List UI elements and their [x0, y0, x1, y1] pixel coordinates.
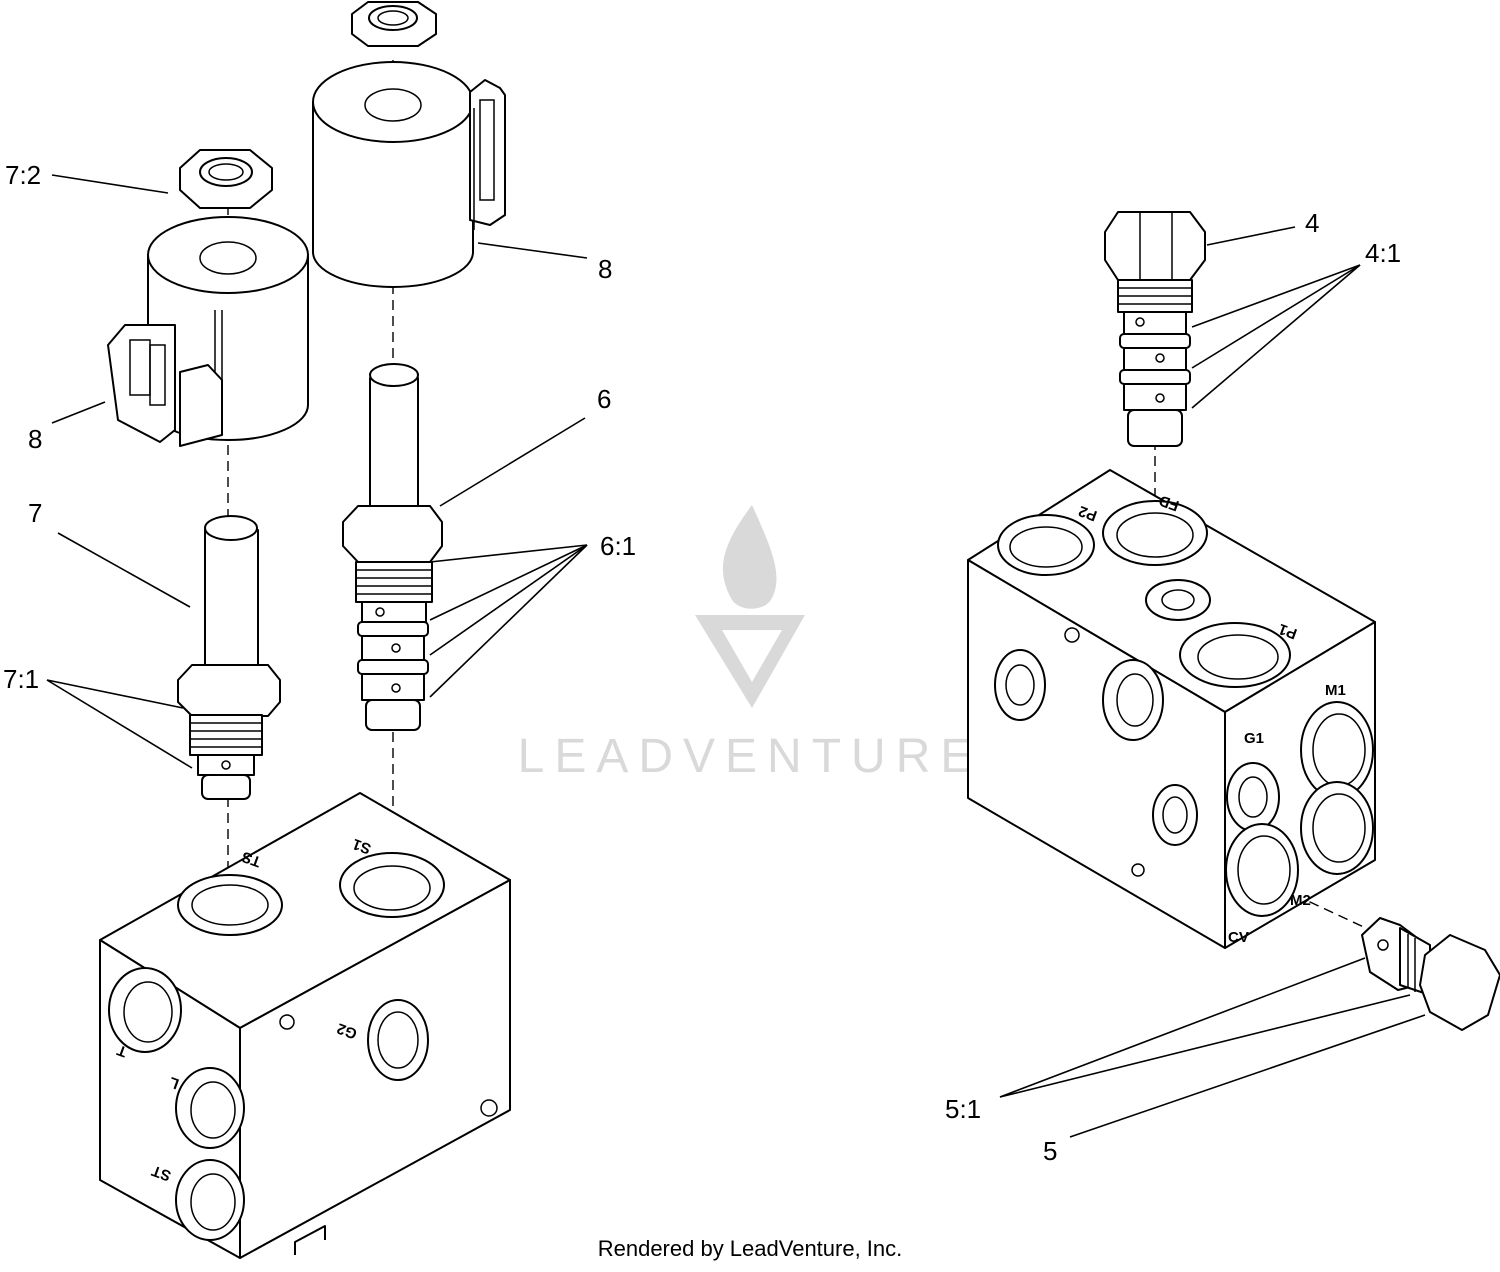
callout-5-1: 5:1 [945, 1094, 981, 1124]
callout-6: 6 [597, 384, 611, 414]
coil-nut-left [179, 149, 273, 209]
plug-5 [1361, 917, 1500, 1031]
port-label-g1: G1 [1244, 730, 1264, 747]
leader-lines [46, 174, 1426, 1138]
port-label-m1: M1 [1325, 682, 1346, 699]
port-label-ts: TS [240, 848, 264, 871]
footer-credit: Rendered by LeadVenture, Inc. [597, 1236, 903, 1261]
callout-5: 5 [1043, 1136, 1057, 1166]
watermark-text: LEADVENTURE [518, 730, 983, 783]
callout-7-2: 7:2 [5, 160, 41, 190]
port-label-m2: M2 [1290, 892, 1311, 909]
port-label-g2: G2 [335, 1019, 360, 1042]
port-label-fd: FD [1157, 491, 1182, 514]
right-manifold-block [967, 469, 1376, 949]
flame-icon [722, 505, 777, 609]
solenoid-valve-6 [342, 363, 443, 731]
solenoid-coil-left [107, 216, 309, 447]
callout-4-1: 4:1 [1365, 238, 1401, 268]
port-label-p2: P2 [1076, 502, 1099, 524]
port-label-s1: S1 [350, 835, 373, 857]
port-label-cv: CV [1228, 929, 1249, 946]
callout-4: 4 [1305, 208, 1319, 238]
callout-8-left: 8 [28, 424, 42, 454]
callout-labels: 7:2 8 8 7 6 6:1 7:1 4 4:1 5:1 5 [3, 160, 1401, 1166]
watermark-logo: LEADVENTURE [518, 505, 983, 783]
port-label-p1: P1 [1276, 620, 1299, 642]
port-label-st: ST [150, 1162, 174, 1185]
v-logo-icon [695, 615, 805, 708]
callout-7-1: 7:1 [3, 664, 39, 694]
solenoid-valve-7 [177, 515, 281, 800]
cartridge-valve-4 [1104, 211, 1206, 447]
callout-6-1: 6:1 [600, 531, 636, 561]
callout-7: 7 [28, 498, 42, 528]
callout-8-right: 8 [598, 254, 612, 284]
solenoid-coil-right [312, 61, 506, 288]
left-manifold-block [99, 792, 511, 1259]
coil-nut-right [351, 1, 437, 47]
axis-plug-5 [1294, 894, 1371, 931]
port-labels: TS S1 T L G2 ST P2 FD P1 M1 G1 M2 CV [115, 491, 1346, 1184]
